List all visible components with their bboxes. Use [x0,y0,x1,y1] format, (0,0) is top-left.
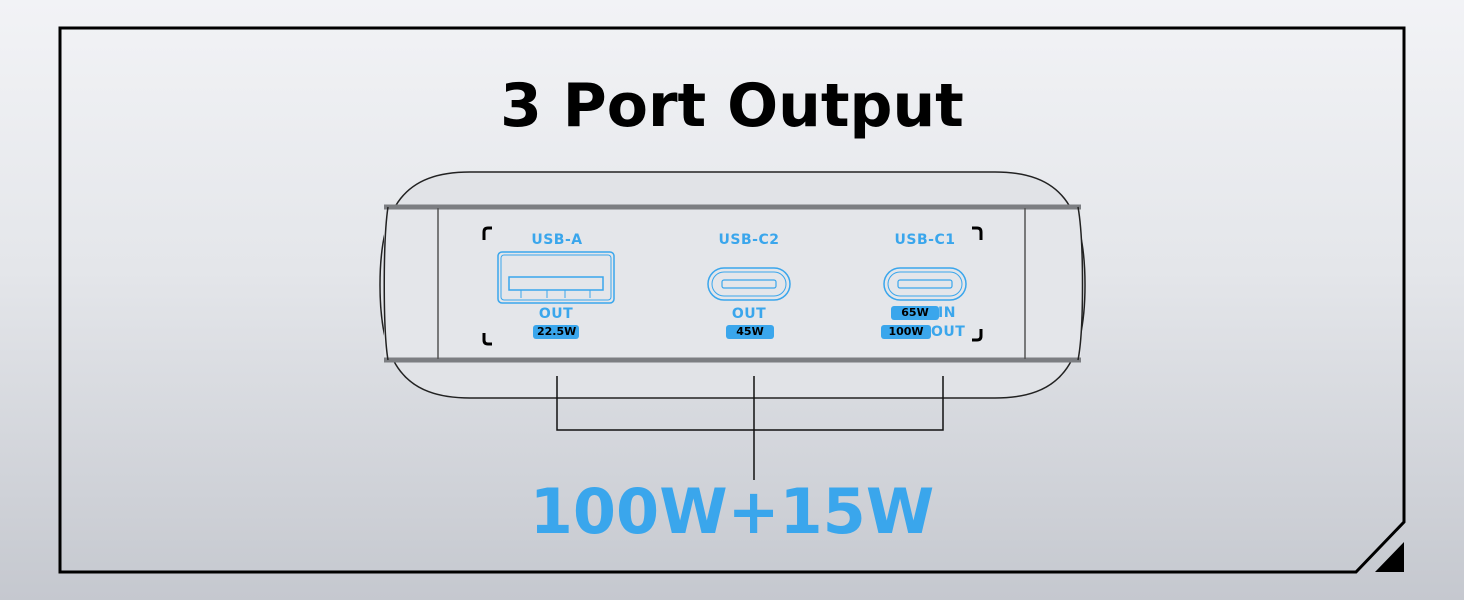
port-label-usb-a: USB-A [531,232,583,248]
usb-c-port-icon [707,267,791,301]
power-badge: 22.5W [533,325,579,339]
page-title: 3 Port Output [500,71,964,141]
power-badge: 45W [726,325,774,339]
power-badge-out: 100W [881,325,931,339]
port-direction-out: OUT [931,324,966,340]
port-direction: OUT [731,306,767,322]
port-label-usb-c2: USB-C2 [718,232,780,248]
port-label-usb-c1: USB-C1 [894,232,956,248]
outer-frame [58,26,1406,574]
bracket-top-left-icon [482,226,492,240]
port-direction: OUT [538,306,574,322]
connector-lines [556,376,944,480]
bracket-bottom-left-icon [482,333,492,346]
power-badge-in: 65W [891,306,939,320]
bracket-bottom-right-icon [972,329,983,342]
port-direction-in: IN [938,305,956,321]
corner-triangle-icon [1375,542,1404,572]
total-output: 100W+15W [529,475,935,548]
usb-c-port-icon [883,267,967,301]
bracket-top-right-icon [972,226,983,240]
usb-a-port-icon [497,251,615,304]
